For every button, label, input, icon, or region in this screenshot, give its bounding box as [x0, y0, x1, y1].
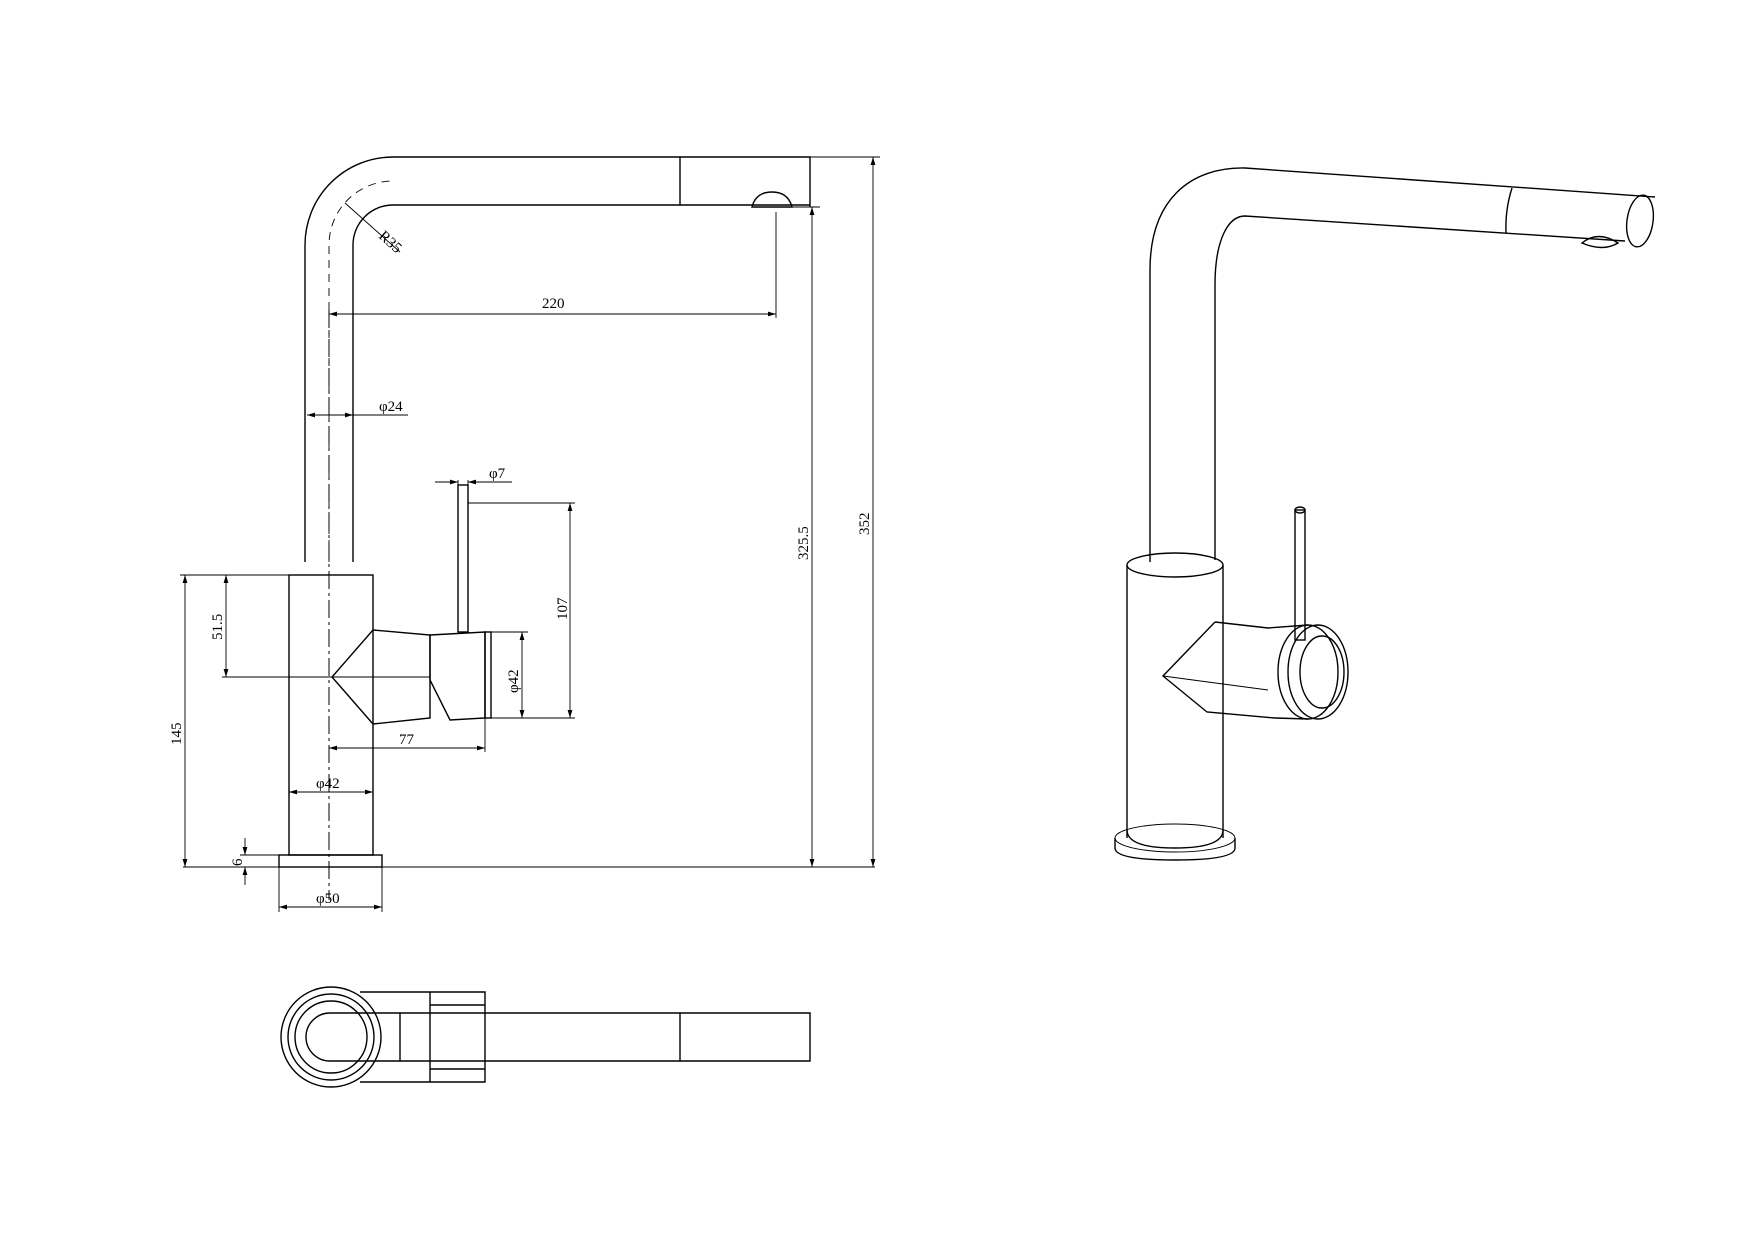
- dim-spout-height: 325.5: [796, 526, 812, 560]
- dim-spout-diameter: φ24: [379, 399, 403, 415]
- dim-lever-diameter: φ7: [489, 466, 506, 482]
- isometric-view: [1114, 167, 1656, 861]
- dim-body-diameter: φ42: [316, 776, 340, 792]
- dim-spout-reach: 220: [542, 296, 565, 312]
- dim-lever-height: 107: [555, 597, 571, 620]
- dim-total-height: 352: [857, 513, 873, 536]
- dim-body-height: 145: [169, 723, 185, 746]
- dim-base-diameter: φ50: [316, 891, 340, 907]
- dimension-lines: R35 220 φ24 φ7 107 φ42 325.5 352: [169, 156, 880, 912]
- dim-bend-radius: R35: [375, 228, 404, 257]
- front-elevation-view: [183, 156, 875, 900]
- dim-handle-diameter: φ42: [506, 669, 522, 693]
- dim-body-upper-height: 51.5: [210, 614, 226, 640]
- dim-base-thickness: 6: [230, 858, 246, 866]
- dim-handle-reach: 77: [399, 732, 415, 748]
- plan-view: [280, 986, 811, 1088]
